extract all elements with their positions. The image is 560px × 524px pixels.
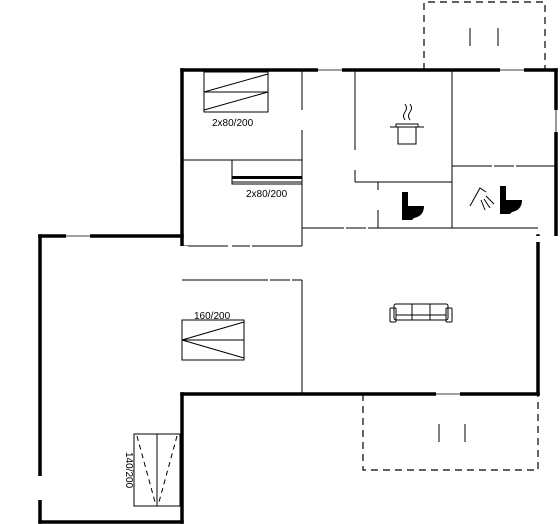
bed-middle-label: 2x80/200 [246,189,288,200]
bed-top-label: 2x80/200 [212,118,254,129]
doors [228,110,516,284]
windows [34,66,560,500]
bed-double: 160/200 [181,311,245,361]
outer-walls [38,68,558,524]
toilet-icon [402,192,424,220]
cooking-pot-icon [390,103,424,145]
bed-lower: 140/200 [123,433,181,507]
bed-lower-label: 140/200 [123,452,134,489]
terrace-bottom [362,394,539,471]
sofa-icon [389,303,453,323]
terrace-top [423,1,546,70]
shower-icon [469,187,495,211]
toilet-icon-bathroom [500,186,522,214]
bed-double-label: 160/200 [194,311,231,322]
bed-top: 2x80/200 [203,71,269,129]
bed-middle: 2x80/200 [231,159,303,200]
